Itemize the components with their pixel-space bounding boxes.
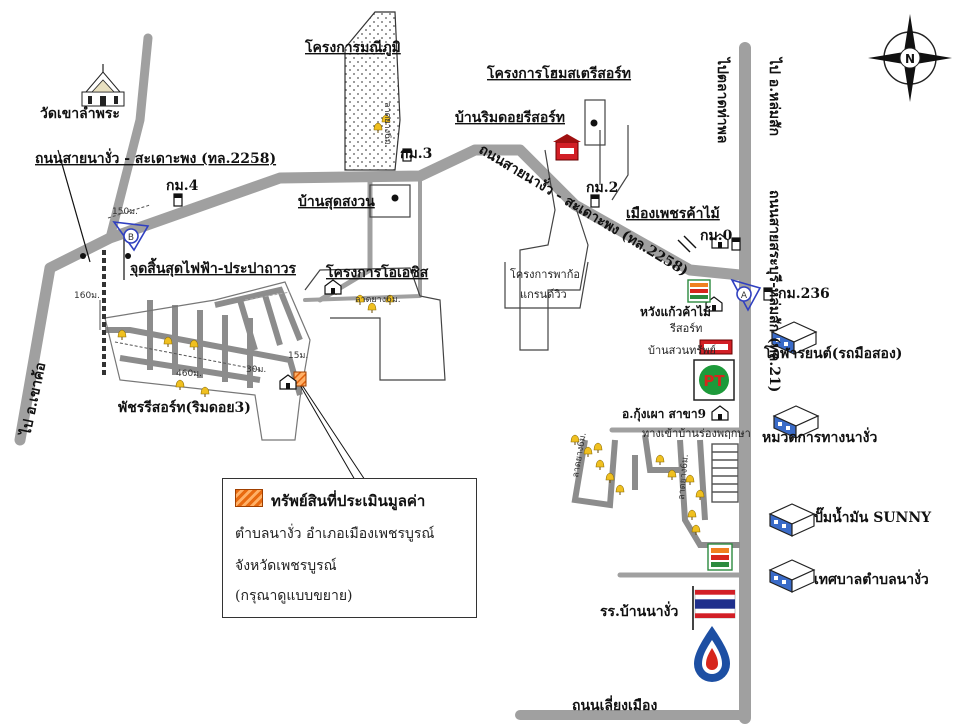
marker-b[interactable]: B <box>112 220 150 252</box>
label-wang: หวังแก้วค้าไม้ <box>640 304 711 319</box>
legend-line-1: ตำบลนางั่ว อำเภอเมืองเพชรบูรณ์ <box>235 526 435 542</box>
label-electric: จุดสิ้นสุดไฟฟ้า-ประปาถาวร <box>130 257 296 277</box>
label-km3: กม.3 <box>400 146 432 162</box>
road-ticks <box>677 235 697 253</box>
legend-line-3: (กรุณาดูแบบขยาย) <box>235 588 353 604</box>
label-school: รร.บ้านนางั่ว <box>600 601 678 620</box>
baan-sud-plot <box>369 184 411 218</box>
road-2258 <box>14 144 746 446</box>
label-km2: กม.2 <box>586 180 618 196</box>
homestay-plot <box>584 99 606 146</box>
label-d15: 15ม. <box>288 351 308 361</box>
compass-n-label: N <box>905 52 915 66</box>
label-baan-rim: บ้านริมดอยรีสอร์ท <box>455 109 565 126</box>
seven-eleven-icon <box>687 279 711 303</box>
access-lines <box>57 149 366 481</box>
km-post-icon <box>173 193 183 207</box>
label-to-khaokho: ไป อ.เขาค้อ <box>16 361 49 439</box>
km-post-icon <box>590 194 600 208</box>
label-baan-view: แกรนด์วิว <box>520 288 567 301</box>
label-d150: 150ม. <box>112 207 138 217</box>
label-project-pak: โครงการพาก้อ <box>510 267 580 281</box>
pt-station-icon: PT <box>693 359 735 401</box>
label-d30: 30ม. <box>246 365 266 375</box>
label-km0: กม.0 <box>700 228 733 244</box>
label-project-home: โครงการโฮมสเตรีสอร์ท <box>486 64 631 82</box>
road-network <box>14 33 751 724</box>
label-sunny: ปั๊มน้ำมัน SUNNY <box>814 506 932 526</box>
label-to-lomsak: ไป อ.หล่มสัก <box>766 56 784 136</box>
thai-flag-icon <box>692 586 736 630</box>
ladder-strip <box>711 443 739 503</box>
label-entry: ทางเข้าบ้านร่องพฤกษา <box>642 427 751 440</box>
parcel-outlines <box>304 99 629 381</box>
label-km236: กม.236 <box>778 286 830 302</box>
km-post-icon <box>731 237 741 251</box>
label-km4: กม.4 <box>166 178 199 194</box>
road-north-branch <box>105 33 153 243</box>
label-wat: วัดเขาลำพระ <box>40 106 120 122</box>
manee-project-area <box>344 11 401 171</box>
red-building-icon <box>699 339 733 355</box>
marker-a[interactable]: A <box>730 278 762 312</box>
label-ring-road: ถนนเลี่ยงเมือง <box>572 695 657 714</box>
label-soi-d: ลาดยาง6ม. <box>677 454 691 500</box>
legend-line-2: จังหวัดเพชรบูรณ์ <box>235 558 337 574</box>
label-road-main: ถนนสายนางั่ว - สะเดาะพง (ทล.2258) <box>35 148 276 167</box>
legend-title: ทรัพย์สินที่ประเมินมูลค่า <box>271 492 426 510</box>
property-outline <box>104 281 311 441</box>
label-baan-sw: บ้านสวนทรัพย์ <box>648 344 716 357</box>
label-baan-sud: บ้านสุดสงวน <box>298 194 375 210</box>
building-icon <box>769 559 815 593</box>
label-project-oasis: โครงการโอเอซิส <box>325 263 429 281</box>
legend-box: ทรัพย์สินที่ประเมินมูลค่า ตำบลนางั่ว อำเ… <box>222 478 477 618</box>
subject-swatch <box>235 489 263 507</box>
label-tessaban: เทศบาลตำบลนางั่ว <box>814 569 929 588</box>
seven-eleven-icon <box>707 543 733 571</box>
label-oh-car: โอฬารยนต์(รถมือสอง) <box>763 344 902 362</box>
pt-logo-text: PT <box>703 372 725 390</box>
label-highway-unit: หมวดการทางนางั่ว <box>762 427 877 446</box>
red-building-icon <box>553 134 581 161</box>
label-mueang: เมืองเพชรค้าไม้ <box>626 204 720 222</box>
label-soi-b: ลาดยาง6ม. <box>382 102 392 148</box>
ptt-station-icon <box>694 626 730 682</box>
label-soi-a: ลาดยาง6ม. <box>355 295 401 305</box>
label-d460: 460ม. <box>176 369 202 379</box>
label-project-manee: โครงการมณีภูมิ <box>304 38 401 56</box>
label-to-talad: ไปตลาดท่าพล <box>714 56 732 143</box>
label-resort: รีสอร์ท <box>669 322 702 335</box>
location-dots <box>80 119 598 259</box>
compass-icon: N <box>868 14 952 102</box>
label-pat-resort: พัชรรีสอร์ท(ริมดอย3) <box>118 399 251 416</box>
marker-a-label: A <box>741 291 748 301</box>
marker-b-label: B <box>128 233 134 243</box>
temple-icon <box>81 64 125 107</box>
subdivision-roads <box>105 286 303 396</box>
label-road-vertical: ถนนสายสระบุรี-หล่มสัก (ทล.21) <box>766 190 782 392</box>
house-icon <box>711 405 729 421</box>
house-icon <box>324 279 342 295</box>
building-icon <box>769 503 815 537</box>
label-d160: 160ม. <box>74 291 100 301</box>
label-kung: อ.กุ้งเผา สาขา9 <box>622 407 706 422</box>
